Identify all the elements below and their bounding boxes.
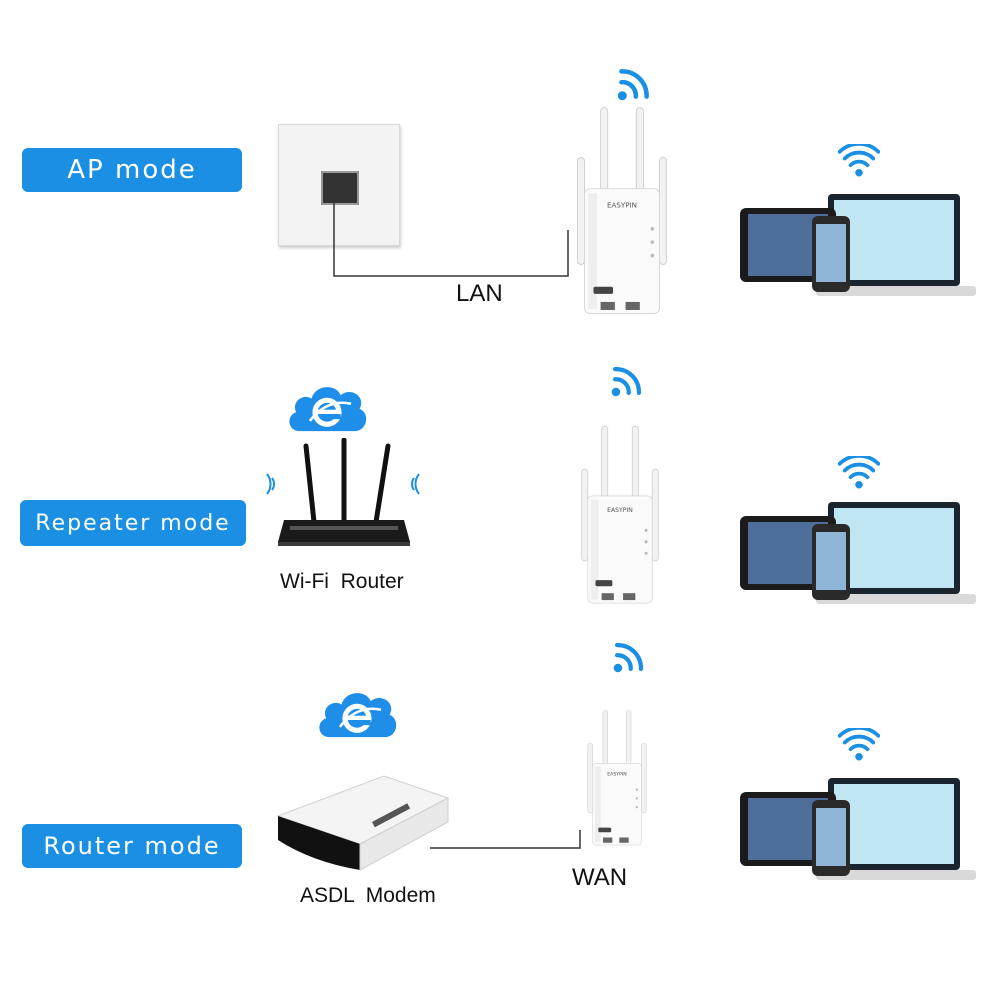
wifi-router [266, 438, 420, 546]
wan-cable [430, 830, 581, 849]
wifi-signal-icon [610, 364, 644, 398]
wifi-icon [838, 144, 880, 178]
wifi-icon [838, 728, 880, 762]
mode-label-ap: AP mode [22, 148, 242, 192]
wall-ethernet-socket-icon [278, 124, 400, 246]
mode-label-router: Router mode [22, 824, 242, 868]
internet-cloud-icon [284, 378, 370, 438]
link-label-lan: LAN [456, 280, 503, 307]
client-devices [736, 776, 976, 896]
source-label-adsl-modem: ASDL Modem [300, 884, 436, 907]
wifi-icon [838, 456, 880, 490]
lan-cable [333, 190, 569, 277]
link-label-wan: WAN [572, 864, 628, 891]
internet-cloud-icon [314, 684, 400, 744]
source-label-wifi-router: Wi-Fi Router [280, 570, 404, 593]
wifi-signal-icon [612, 640, 646, 674]
client-devices [736, 500, 976, 620]
extender-device [574, 400, 666, 630]
client-devices [736, 192, 976, 312]
adsl-modem [276, 775, 450, 871]
extender-device [582, 708, 652, 848]
wifi-signal-icon [616, 66, 652, 102]
extender-device [564, 104, 680, 318]
mode-label-repeater: Repeater mode [20, 500, 246, 546]
